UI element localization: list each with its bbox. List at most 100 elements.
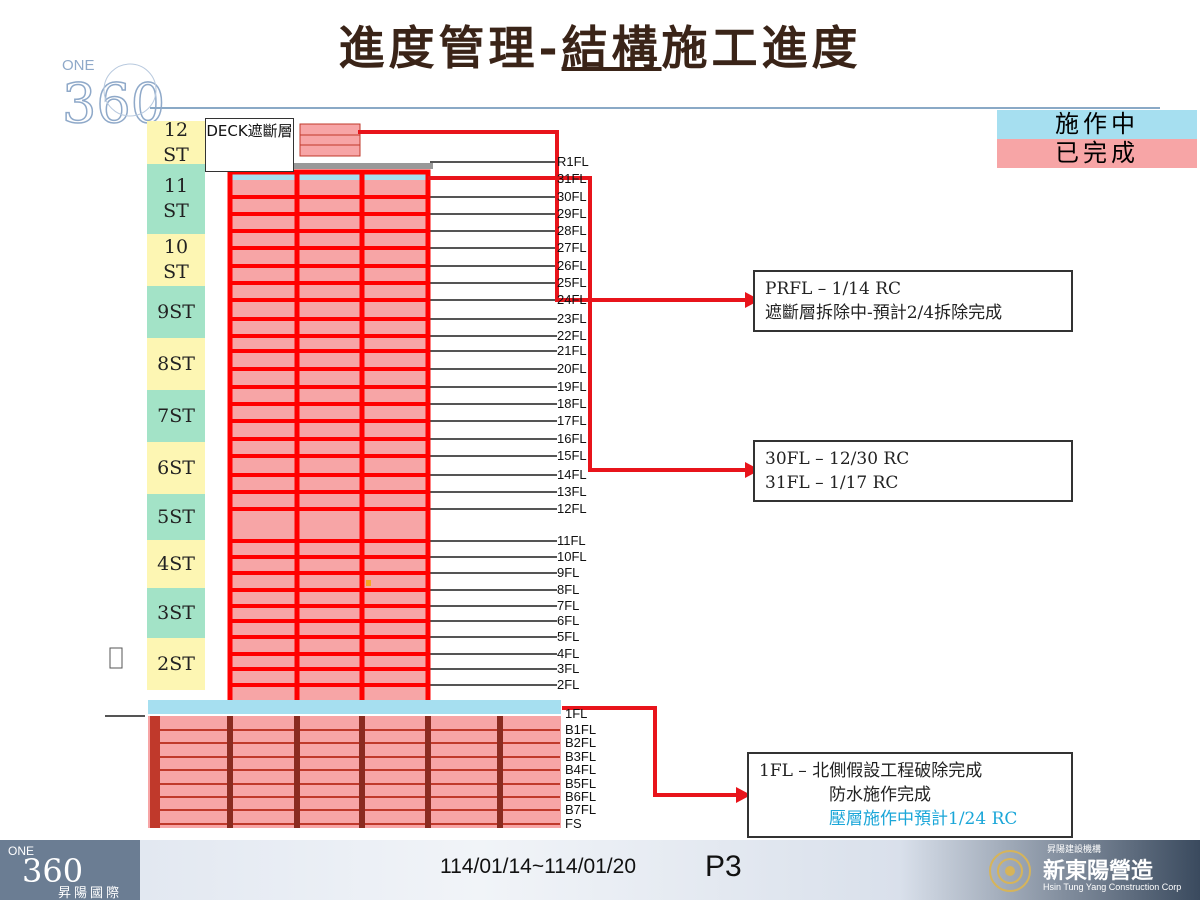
- basement-column: [359, 716, 365, 828]
- tower-slab: [232, 437, 426, 441]
- basement-wall: [150, 716, 160, 828]
- arrow-prfl: [358, 130, 745, 302]
- tower-slab: [232, 264, 426, 268]
- basement-column: [294, 716, 300, 828]
- floor-label: 28FL: [557, 223, 587, 238]
- st-label-3: 3ST: [147, 588, 205, 638]
- floor-label: B5FL: [565, 776, 597, 791]
- callout-1fl-line2: 防水施作完成: [829, 785, 931, 805]
- tower-slab: [232, 555, 426, 559]
- floor-label: 16FL: [557, 431, 587, 446]
- st-label-2: 2ST: [147, 638, 205, 690]
- svg-text:ONE: ONE: [62, 57, 95, 74]
- tower-slab: [232, 454, 426, 458]
- tower-slab: [232, 298, 426, 302]
- deck-active: [228, 170, 428, 180]
- callout-prfl-line1: PRFL – 1/14 RC: [765, 279, 902, 299]
- ground-floor-active: [148, 700, 561, 714]
- arrow-30fl: [428, 176, 745, 472]
- floor-label: 5FL: [557, 629, 580, 644]
- arrow-1fl: [562, 706, 738, 797]
- tower-slab: [232, 402, 426, 406]
- floor-label: R1FL: [557, 154, 589, 169]
- arrow-30fl-head: [745, 462, 760, 478]
- floor-label: 4FL: [557, 646, 580, 661]
- tower-slab: [232, 667, 426, 671]
- floor-label: 23FL: [557, 311, 587, 326]
- tower-slab: [232, 683, 426, 687]
- title-part-1: 進度管理-: [338, 21, 562, 75]
- floor-label: 1FL: [565, 706, 588, 721]
- basement-lines: [160, 716, 560, 828]
- footer-bar: [0, 840, 1200, 900]
- st-label-4: 4ST: [147, 540, 205, 588]
- floor-label: B4FL: [565, 762, 597, 777]
- floor-label: B2FL: [565, 735, 597, 750]
- floor-label: 6FL: [557, 613, 580, 628]
- tower-slab: [232, 212, 426, 216]
- legend-active: 施作中: [997, 110, 1197, 139]
- tower-slab: [232, 281, 426, 285]
- tower-slab: [232, 349, 426, 353]
- callout-prfl-line2: 遮斷層拆除中-預計2/4拆除完成: [765, 303, 1003, 323]
- floor-label: 25FL: [557, 275, 587, 290]
- arrow-prfl-head: [745, 292, 760, 308]
- title-part-underlined: 結構: [561, 21, 662, 75]
- floor-label: FS: [565, 816, 582, 831]
- footer-date-range: 114/01/14~114/01/20: [440, 855, 636, 878]
- deck-bar: [228, 163, 433, 169]
- st-label-7: 7ST: [147, 390, 205, 442]
- footer-logo-left: ONE 360 昇陽國際: [0, 840, 140, 900]
- floor-label: 21FL: [557, 343, 587, 358]
- floor-label: 8FL: [557, 582, 580, 597]
- floor-label: B7FL: [565, 802, 597, 817]
- title-part-3: 施工進度: [661, 21, 862, 75]
- callout-30fl-line1: 30FL – 12/30 RC: [765, 449, 910, 469]
- deck-label-box: DECK遮斷層: [205, 118, 294, 172]
- floor-label: 13FL: [557, 484, 587, 499]
- tower-slab: [232, 490, 426, 494]
- sun-icon: [989, 850, 1031, 892]
- floor-label: B1FL: [565, 722, 597, 737]
- floor-label: 14FL: [557, 467, 587, 482]
- tower-slab: [232, 419, 426, 423]
- st-label-5: 5ST: [147, 494, 205, 540]
- floor-label: 12FL: [557, 501, 587, 516]
- floor-label: 24FL: [557, 292, 587, 307]
- marker: [366, 580, 371, 586]
- floor-label: 3FL: [557, 661, 580, 676]
- callout-1fl: 1FL – 北側假設工程破除完成 防水施作完成 壓層施作中預計1/24 RC: [747, 752, 1073, 838]
- floor-label: 22FL: [557, 328, 587, 343]
- callout-30fl-line2: 31FL – 1/17 RC: [765, 473, 899, 493]
- floor-label: 9FL: [557, 565, 580, 580]
- floor-label: 30FL: [557, 189, 587, 204]
- page-title: 進度管理-結構施工進度: [250, 12, 950, 78]
- tower-slabs: [232, 195, 426, 687]
- tower-slab: [232, 385, 426, 389]
- legend: 施作中 已完成: [997, 110, 1197, 168]
- st-label-6: 6ST: [147, 442, 205, 494]
- roof-box: [299, 123, 361, 157]
- floor-label: 26FL: [557, 258, 587, 273]
- basement-column: [425, 716, 431, 828]
- side-marker: [109, 647, 123, 669]
- floor-label: 31FL: [557, 171, 587, 186]
- tower-slab: [232, 635, 426, 639]
- floor-label: 17FL: [557, 413, 587, 428]
- st-label-9: 9ST: [147, 286, 205, 338]
- callout-30fl: 30FL – 12/30 RC 31FL – 1/17 RC: [753, 440, 1073, 502]
- floor-label: 10FL: [557, 549, 587, 564]
- tower-slab: [232, 507, 426, 511]
- footer-company-logo: 昇陽建設機構 新東陽營造 Hsin Tung Yang Construction…: [975, 840, 1200, 900]
- floor-label: 15FL: [557, 448, 587, 463]
- tower-slab: [232, 367, 426, 371]
- floor-label: 29FL: [557, 206, 587, 221]
- floor-label: 18FL: [557, 396, 587, 411]
- tower-slab: [232, 652, 426, 656]
- header-divider: [150, 107, 1160, 109]
- legend-done: 已完成: [997, 139, 1197, 168]
- floor-label: B3FL: [565, 749, 597, 764]
